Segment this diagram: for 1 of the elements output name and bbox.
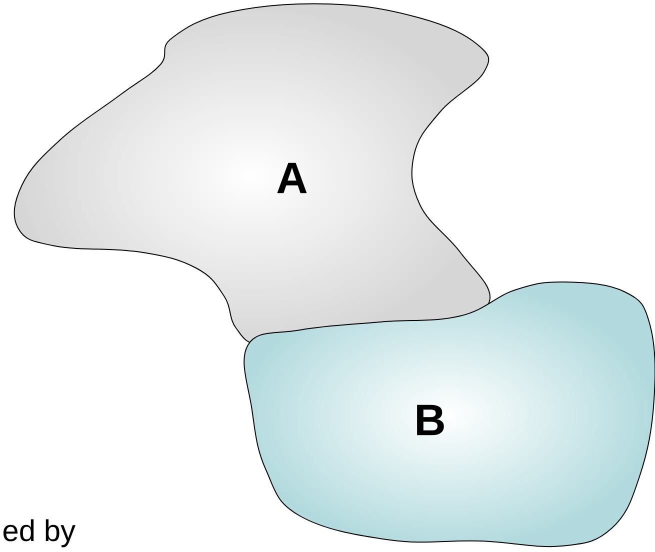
caption-text: ed by: [3, 519, 76, 548]
